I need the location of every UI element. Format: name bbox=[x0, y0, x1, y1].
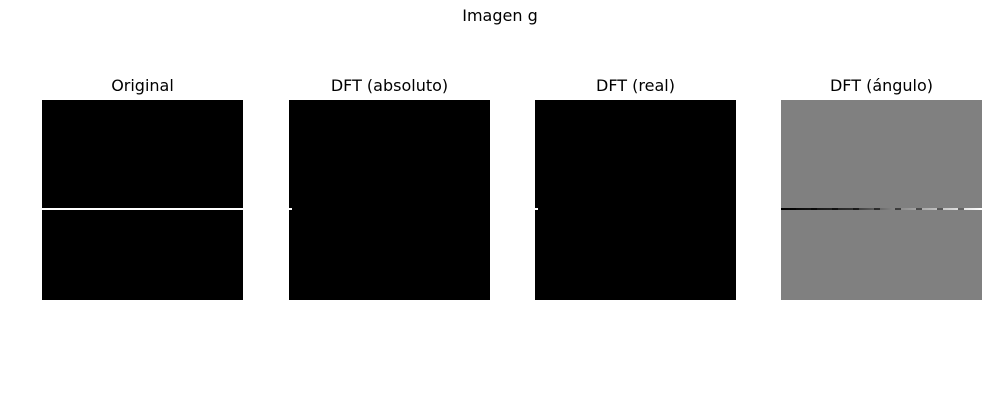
panel-dft-absolute-image bbox=[289, 100, 490, 300]
dft-angle-phase-band bbox=[781, 208, 982, 210]
panel-title-original: Original bbox=[111, 76, 174, 95]
original-image bbox=[42, 100, 243, 300]
panel-title-dft-angle: DFT (ángulo) bbox=[829, 76, 934, 95]
dft-angle-image bbox=[781, 100, 982, 300]
original-horizontal-line bbox=[42, 208, 243, 210]
dft-angle-phase-dashes bbox=[790, 208, 964, 210]
panel-original-image bbox=[42, 100, 243, 300]
dft-real-image bbox=[535, 100, 736, 300]
panel-title-dft-real: DFT (real) bbox=[596, 76, 675, 95]
panel-dft-angle-image bbox=[781, 100, 982, 300]
figure-title: Imagen g bbox=[462, 6, 538, 25]
dft-absolute-image bbox=[289, 100, 490, 300]
panel-title-dft-absolute: DFT (absoluto) bbox=[330, 76, 449, 95]
dft-real-bright-point bbox=[535, 208, 538, 210]
dft-absolute-background bbox=[289, 100, 490, 300]
original-background bbox=[42, 100, 243, 300]
dft-absolute-bright-point bbox=[289, 208, 292, 210]
dft-real-background bbox=[535, 100, 736, 300]
dft-angle-background bbox=[781, 100, 982, 300]
panel-dft-real-image bbox=[535, 100, 736, 300]
